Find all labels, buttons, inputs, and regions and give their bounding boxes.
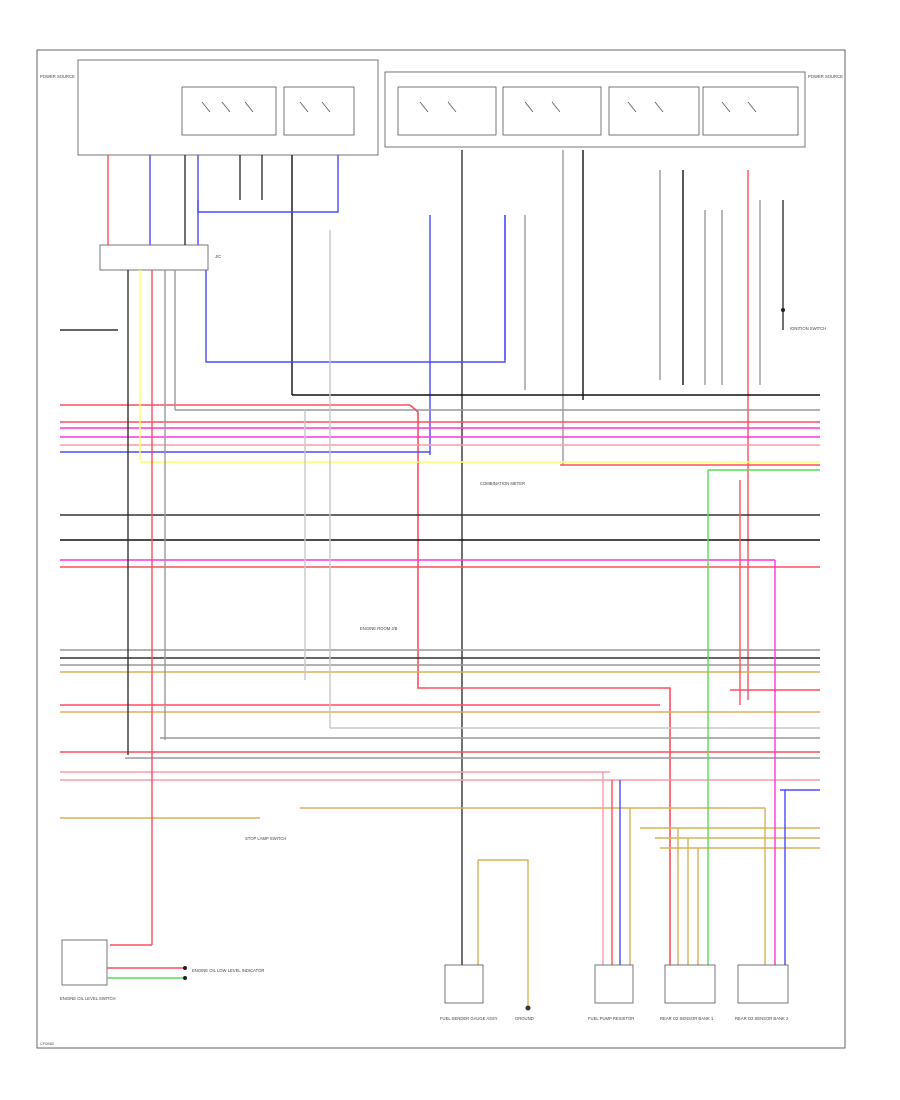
footer-code: CF6982: [40, 1041, 55, 1046]
rear-o2-1-box: [664, 964, 716, 1004]
fuel-pump-box: [594, 964, 634, 1004]
bottom-components: [61, 939, 789, 1004]
left-switch-box: [61, 939, 108, 986]
rear-o2-2-label: REAR O2 SENSOR BANK 2: [735, 1016, 789, 1021]
relay-contacts: [201, 101, 757, 113]
top-relay-block-right: [384, 71, 806, 148]
side-right-label: IGNITION SWITCH: [790, 326, 826, 331]
ground-label: GROUND: [515, 1016, 534, 1021]
top-relay-block-left: [77, 59, 379, 156]
junction-dots: [183, 308, 785, 980]
fuel-sender-box: [444, 964, 484, 1004]
diagram-frame: [36, 49, 846, 1049]
jc-label: J/C: [215, 254, 221, 259]
vertical-wires-lower: [110, 230, 820, 1005]
jc-mid-label: ENGINE ROOM J/B: [360, 626, 398, 631]
jc-connector-box: [99, 244, 209, 271]
horizontal-bus-wires: [60, 329, 820, 970]
left-switch-wires: [107, 967, 185, 979]
bottom-mid-switch-label: STOP LAMP SWITCH: [245, 836, 286, 841]
rear-o2-2-box: [737, 964, 789, 1004]
power-source-left-label: POWER SOURCE: [40, 74, 75, 79]
left-sensor-label: ENGINE OIL LEVEL SWITCH: [60, 996, 116, 1001]
vertical-wires-top: [107, 150, 784, 975]
ground-symbol: [525, 1005, 531, 1011]
engine-oil-low-label: ENGINE OIL LOW LEVEL INDICATOR: [192, 968, 264, 973]
fuel-sender-label: FUEL SENDER GAUGE ASSY: [440, 1016, 498, 1021]
blue-loop-wires: [197, 200, 506, 363]
fuel-pump-label: FUEL PUMP RESISTOR: [588, 1016, 634, 1021]
power-source-right-label: POWER SOURCE: [808, 74, 843, 79]
mid-right-label: COMBINATION METER: [480, 481, 525, 486]
rear-o2-1-label: REAR O2 SENSOR BANK 1: [660, 1016, 714, 1021]
